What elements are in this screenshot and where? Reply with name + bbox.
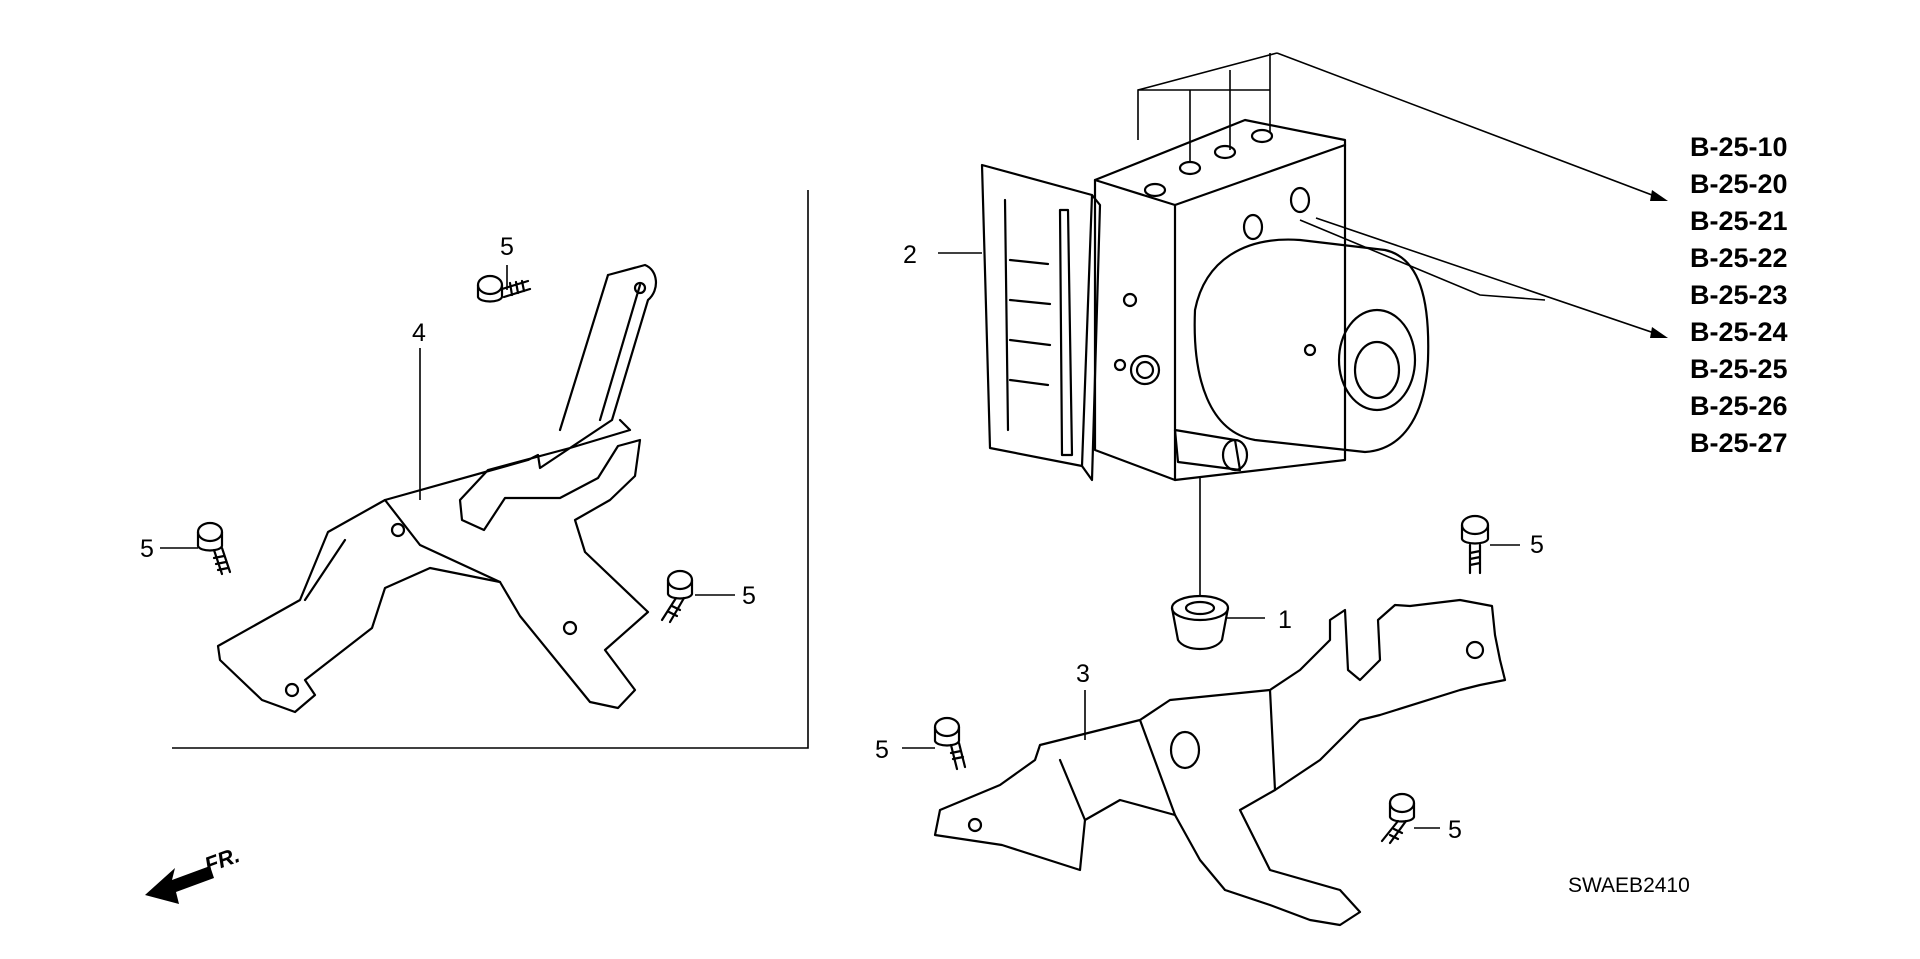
callout-2: 2 xyxy=(903,241,917,269)
reference-code[interactable]: B-25-27 xyxy=(1690,428,1788,458)
front-direction-arrow: FR. xyxy=(145,842,243,904)
diagram-code: SWAEB2410 xyxy=(1568,874,1690,897)
callout-5-lower-left: 5 xyxy=(875,736,889,764)
bolt-1[interactable] xyxy=(476,274,532,303)
reference-code[interactable]: B-25-26 xyxy=(1690,391,1788,421)
reference-code[interactable]: B-25-23 xyxy=(1690,280,1788,310)
right-bracket[interactable] xyxy=(933,598,1507,927)
bolt-6[interactable] xyxy=(1380,792,1416,845)
reference-code[interactable]: B-25-21 xyxy=(1690,206,1788,236)
group-frame xyxy=(172,190,809,749)
callout-3: 3 xyxy=(1076,660,1090,688)
callout-5-lower-right: 5 xyxy=(1448,816,1462,844)
callout-5-top: 5 xyxy=(500,233,514,261)
reference-code[interactable]: B-25-22 xyxy=(1690,243,1788,273)
callout-5-right-top: 5 xyxy=(1530,531,1544,559)
reference-code[interactable]: B-25-24 xyxy=(1690,317,1788,347)
callout-5-mid: 5 xyxy=(742,582,756,610)
bolt-5[interactable] xyxy=(933,716,967,771)
abs-modulator-unit[interactable] xyxy=(980,118,1430,482)
grommet[interactable] xyxy=(1170,594,1230,651)
callout-1: 1 xyxy=(1278,606,1292,634)
reference-code[interactable]: B-25-10 xyxy=(1690,132,1788,162)
left-bracket[interactable] xyxy=(216,263,657,714)
callout-4: 4 xyxy=(412,319,426,347)
bolt-4[interactable] xyxy=(1460,514,1490,575)
reference-code[interactable]: B-25-25 xyxy=(1690,354,1788,384)
leader-lines xyxy=(160,52,1668,829)
bolt-2[interactable] xyxy=(196,521,232,576)
callout-5-left: 5 xyxy=(140,535,154,563)
reference-list: B-25-10 B-25-20 B-25-21 B-25-22 B-25-23 … xyxy=(1690,132,1788,458)
reference-code[interactable]: B-25-20 xyxy=(1690,169,1788,199)
front-label: FR. xyxy=(201,842,243,878)
bolt-3[interactable] xyxy=(660,569,694,624)
